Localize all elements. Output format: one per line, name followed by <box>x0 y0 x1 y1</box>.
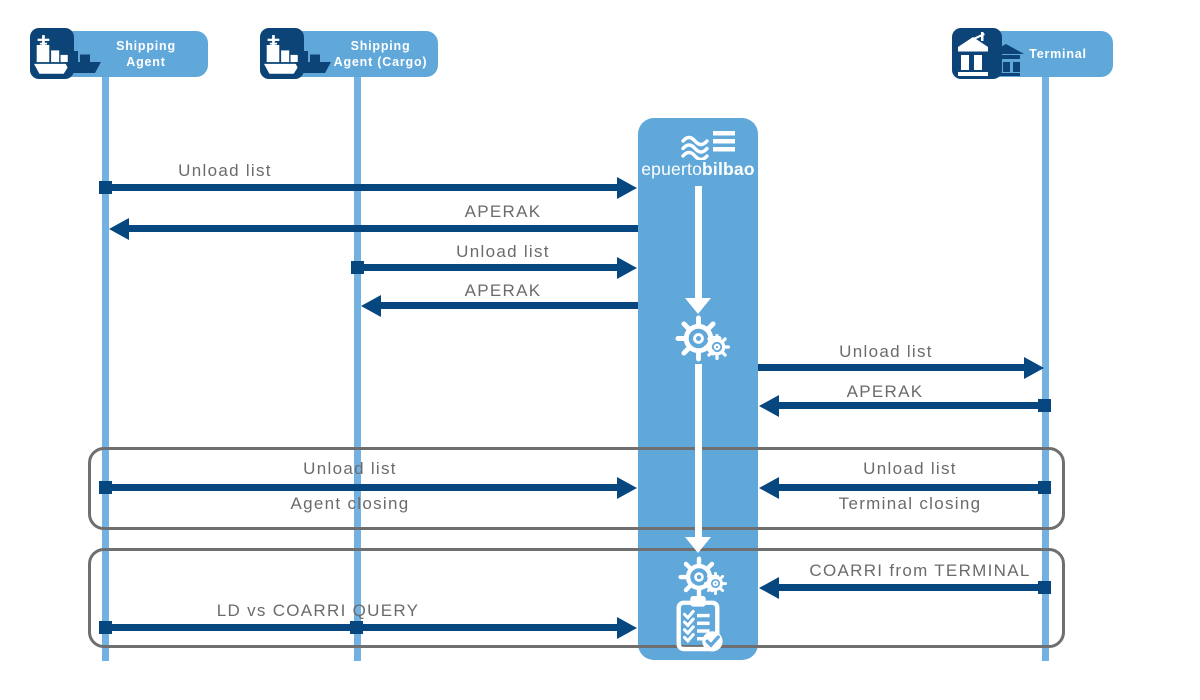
actor-label-line: Agent (Cargo) <box>333 55 428 69</box>
message-label: Agent closing <box>290 494 410 513</box>
message-label: Terminal closing <box>838 494 982 513</box>
message-label: COARRI from TERMINAL <box>809 561 1031 580</box>
message-arrow-coarri-from-terminal <box>759 576 1051 599</box>
arrowhead-icon <box>759 476 779 499</box>
message-label: APERAK <box>464 202 542 221</box>
origin-marker <box>1038 399 1051 412</box>
coarri-group-box <box>88 548 1065 648</box>
actor-label-line: Shipping <box>350 38 411 53</box>
hub-flow-arrowhead-icon <box>685 298 711 314</box>
hub-flow-line <box>695 186 702 298</box>
epuertobilbao-logo-text: epuertobilbao <box>638 159 758 180</box>
message-label: APERAK <box>464 281 542 300</box>
small-gear-icon <box>704 572 727 595</box>
origin-marker <box>99 181 112 194</box>
message-arrow-unload-list-agent <box>99 176 637 199</box>
terminal-building-icon <box>958 31 988 76</box>
message-arrow-aperak-agent <box>109 217 638 240</box>
message-label: APERAK <box>846 382 924 401</box>
lifeline-shipping-agent <box>102 77 109 661</box>
arrowhead-icon <box>361 294 381 317</box>
checklist-clipboard-icon <box>676 596 723 652</box>
closing-group-box <box>88 447 1065 530</box>
lifeline-terminal <box>1042 77 1049 661</box>
arrowhead-icon <box>1024 356 1044 379</box>
message-arrow-unload-list-terminal <box>758 356 1044 379</box>
ship-silhouette-icon <box>295 51 331 73</box>
message-arrow-aperak-terminal <box>759 394 1051 417</box>
message-label: Unload list <box>839 342 933 361</box>
actor-label-line: Shipping <box>116 38 176 53</box>
building-silhouette-icon <box>988 44 1024 76</box>
origin-marker <box>99 621 112 634</box>
actor-label-line: Agent <box>126 55 166 69</box>
origin-marker <box>99 481 112 494</box>
arrowhead-icon <box>617 616 637 639</box>
ship-icon <box>34 34 70 74</box>
message-arrow-terminal-closing <box>759 476 1051 499</box>
origin-marker <box>350 621 363 634</box>
arrowhead-icon <box>617 476 637 499</box>
ship-icon-box <box>260 28 304 79</box>
message-arrow-ld-vs-coarri-query <box>99 616 637 639</box>
message-arrow-agent-closing <box>99 476 637 499</box>
origin-marker <box>351 261 364 274</box>
arrowhead-icon <box>617 176 637 199</box>
hub-flow-arrowhead-icon <box>685 537 711 553</box>
epuertobilbao-waves-logo-icon <box>681 131 735 160</box>
lifeline-shipping-agent-cargo <box>354 77 361 661</box>
ship-silhouette-icon <box>65 51 101 73</box>
actor-shipping-agent-cargo: Shipping Agent (Cargo) <box>287 31 438 77</box>
ship-icon <box>264 34 300 74</box>
message-label: Unload list <box>456 242 550 261</box>
ship-icon-box <box>30 28 74 79</box>
actor-label-line: Terminal <box>1029 46 1087 61</box>
hub-flow-line <box>695 364 702 537</box>
small-gear-icon <box>704 334 730 360</box>
arrowhead-icon <box>759 576 779 599</box>
message-arrow-aperak-cargo <box>361 294 638 317</box>
message-label: Unload list <box>863 459 957 478</box>
origin-marker <box>1038 481 1051 494</box>
origin-marker <box>1038 581 1051 594</box>
logo-text-bold: bilbao <box>702 159 755 179</box>
arrowhead-icon <box>759 394 779 417</box>
message-arrow-unload-list-cargo <box>351 256 637 279</box>
message-label: Unload list <box>178 161 272 180</box>
message-label: Unload list <box>303 459 397 478</box>
arrowhead-icon <box>617 256 637 279</box>
logo-text-light: epuerto <box>641 159 703 179</box>
arrowhead-icon <box>109 217 129 240</box>
message-label: LD vs COARRI QUERY <box>216 601 420 620</box>
